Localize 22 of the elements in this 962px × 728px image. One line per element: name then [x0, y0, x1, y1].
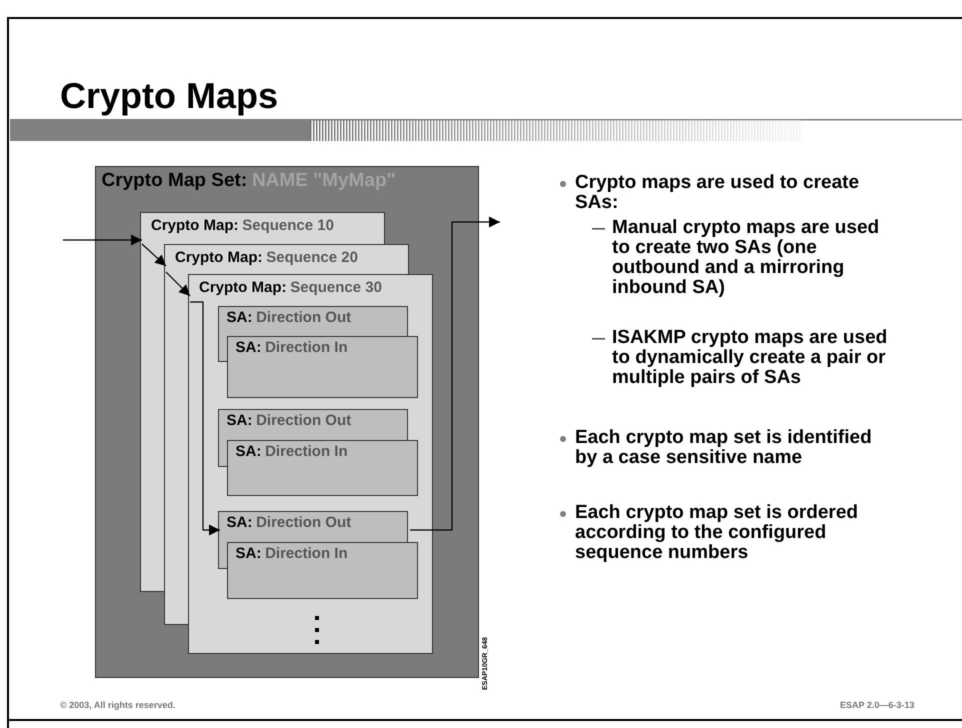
sa-card: SA: Direction Out [218, 510, 408, 542]
slide-title: Crypto Maps [60, 76, 278, 116]
bullet-text: Each crypto map set is identified by a case sensitive name [575, 428, 873, 468]
sa-card: SA: Direction In [226, 336, 418, 398]
bullet-text: ISAKMP crypto maps are used to dynamically create a pair or multiple pairs of SAs [612, 328, 888, 388]
bullet-text: Each crypto map set is ordered according to the configured sequence numbers [575, 503, 859, 563]
footer-text: ESAP 2.0—6-3-13 [840, 700, 914, 710]
sa-card: SA: Direction In [226, 542, 418, 598]
sa-card: SA: Direction Out [218, 408, 408, 440]
arrow [410, 216, 500, 531]
crypto-map-card: Crypto Map: Sequence 30 SA: Direction Out SA: Direction In SA: Direction Out SA: Direction In SA: Direction Out SA: Direction In [188, 274, 433, 654]
sa-card: SA: Direction In [226, 440, 418, 496]
arrow [63, 234, 142, 246]
crypto-map-card: Crypto Map: Sequence 10 [140, 212, 385, 244]
bullet-text: Manual crypto maps are used to create two SAs (one outbound and a mirroring inbound SA) [612, 218, 880, 298]
arrow [190, 301, 220, 536]
arrow [166, 272, 190, 296]
arrow [142, 244, 166, 266]
bullet-text: Crypto maps are used to create SAs: [575, 173, 860, 213]
crypto-map-card: Crypto Map: Sequence 20 [164, 244, 409, 274]
footer-text: © 2003, All rights reserved. [60, 700, 176, 710]
sa-card: SA: Direction Out [218, 306, 408, 336]
